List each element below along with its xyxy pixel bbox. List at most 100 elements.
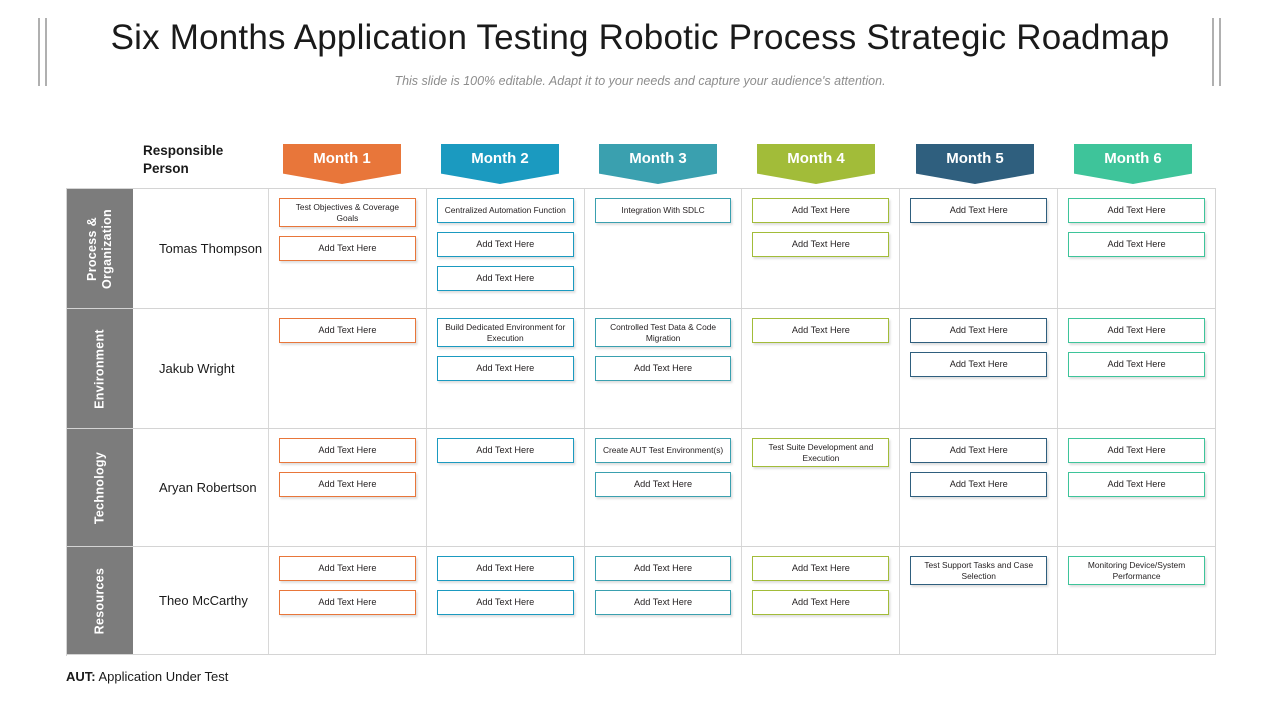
task-box[interactable]: Build Dedicated Environment for Executio…	[436, 318, 574, 347]
month-cell-m3: Create AUT Test Environment(s) Add Text H…	[585, 429, 743, 546]
person-cell: Theo McCarthy	[133, 547, 269, 654]
task-box[interactable]: Add Text Here	[752, 232, 890, 257]
task-box[interactable]: Add Text Here	[1068, 232, 1205, 257]
task-box[interactable]: Test Objectives & Coverage Goals	[279, 198, 416, 227]
person-name: Theo McCarthy	[159, 592, 248, 608]
category-label: Technology	[92, 451, 107, 524]
task-box[interactable]: Add Text Here	[910, 438, 1048, 463]
task-box[interactable]: Add Text Here	[279, 318, 416, 343]
month-header-row: Responsible Person Month 1 Month 2 Month 3…	[0, 140, 1280, 186]
task-box[interactable]: Add Text Here	[279, 472, 416, 497]
category-cell: Resources	[67, 547, 133, 654]
task-box[interactable]: Add Text Here	[752, 556, 890, 581]
month-cell-m4: Add Text Here	[742, 309, 901, 428]
category-label: Environment	[92, 328, 107, 409]
category-cell: Environment	[67, 309, 133, 428]
task-box[interactable]: Monitoring Device/System Performance	[1068, 556, 1205, 585]
month-header-1[interactable]: Month 1	[283, 144, 401, 184]
page-title: Six Months Application Testing Robotic P…	[110, 18, 1170, 57]
month-cell-m6: Monitoring Device/System Performance	[1058, 547, 1216, 654]
task-box[interactable]: Add Text Here	[279, 438, 416, 463]
task-box[interactable]: Add Text Here	[436, 556, 574, 581]
task-box[interactable]: Centralized Automation Function	[436, 198, 574, 223]
person-cell: Jakub Wright	[133, 309, 269, 428]
task-box[interactable]: Add Text Here	[279, 556, 416, 581]
task-box[interactable]: Add Text Here	[594, 472, 732, 497]
task-box[interactable]: Test Suite Development and Execution	[752, 438, 890, 467]
person-cell: Aryan Robertson	[133, 429, 269, 546]
task-box[interactable]: Add Text Here	[910, 198, 1048, 223]
month-cell-m3: Integration With SDLC	[585, 189, 743, 308]
person-name: Tomas Thompson	[159, 240, 263, 256]
task-box[interactable]: Test Support Tasks and Case Selection	[910, 556, 1048, 585]
task-box[interactable]: Add Text Here	[436, 356, 574, 381]
task-box[interactable]: Add Text Here	[436, 266, 574, 291]
month-cell-m5: Add Text Here	[900, 189, 1059, 308]
category-label: Resources	[92, 567, 107, 634]
category-cell: Technology	[67, 429, 133, 546]
month-header-2[interactable]: Month 2	[441, 144, 559, 184]
table-row: Process & Organization Tomas Thompson Test…	[67, 189, 1216, 309]
month-cell-m2: Build Dedicated Environment for Executio…	[427, 309, 585, 428]
task-box[interactable]: Integration With SDLC	[594, 198, 732, 223]
task-box[interactable]: Add Text Here	[910, 318, 1048, 343]
task-box[interactable]: Add Text Here	[1068, 472, 1205, 497]
task-box[interactable]: Add Text Here	[594, 590, 732, 615]
task-box[interactable]: Controlled Test Data & Code Migration	[594, 318, 732, 347]
category-cell: Process & Organization	[67, 189, 133, 308]
footer-legend: AUT: Application Under Test	[66, 669, 228, 684]
task-box[interactable]: Add Text Here	[436, 590, 574, 615]
month-cell-m1: Add Text Here	[269, 309, 427, 428]
title-block: Six Months Application Testing Robotic P…	[0, 0, 1280, 112]
footer-abbreviation: AUT:	[66, 669, 96, 684]
title-left-rule-decoration	[38, 18, 49, 86]
table-row: Environment Jakub Wright Add Text Here Buil…	[67, 309, 1216, 429]
page-subtitle: This slide is 100% editable. Adapt it to…	[394, 74, 886, 88]
task-box[interactable]: Add Text Here	[594, 356, 732, 381]
responsible-person-header: Responsible Person	[143, 143, 224, 176]
task-box[interactable]: Add Text Here	[279, 236, 416, 261]
month-cell-m2: Add Text Here	[427, 429, 585, 546]
task-box[interactable]: Add Text Here	[436, 232, 574, 257]
month-header-4[interactable]: Month 4	[757, 144, 875, 184]
month-cell-m5: Test Support Tasks and Case Selection	[900, 547, 1059, 654]
month-header-5[interactable]: Month 5	[916, 144, 1034, 184]
task-box[interactable]: Add Text Here	[279, 590, 416, 615]
task-box[interactable]: Add Text Here	[1068, 438, 1205, 463]
task-box[interactable]: Create AUT Test Environment(s)	[594, 438, 732, 463]
task-box[interactable]: Add Text Here	[1068, 352, 1205, 377]
task-box[interactable]: Add Text Here	[910, 472, 1048, 497]
person-name: Aryan Robertson	[159, 479, 257, 495]
task-box[interactable]: Add Text Here	[752, 198, 890, 223]
task-box[interactable]: Add Text Here	[1068, 318, 1205, 343]
footer-expansion: Application Under Test	[98, 669, 229, 684]
task-box[interactable]: Add Text Here	[752, 590, 890, 615]
task-box[interactable]: Add Text Here	[436, 438, 574, 463]
task-box[interactable]: Add Text Here	[594, 556, 732, 581]
task-box[interactable]: Add Text Here	[1068, 198, 1205, 223]
month-header-6[interactable]: Month 6	[1074, 144, 1192, 184]
title-right-rule-decoration	[1212, 18, 1223, 86]
person-cell: Tomas Thompson	[133, 189, 269, 308]
person-name: Jakub Wright	[159, 360, 235, 376]
task-box[interactable]: Add Text Here	[910, 352, 1048, 377]
month-header-3[interactable]: Month 3	[599, 144, 717, 184]
task-box[interactable]: Add Text Here	[752, 318, 890, 343]
category-label: Process & Organization	[85, 208, 114, 289]
